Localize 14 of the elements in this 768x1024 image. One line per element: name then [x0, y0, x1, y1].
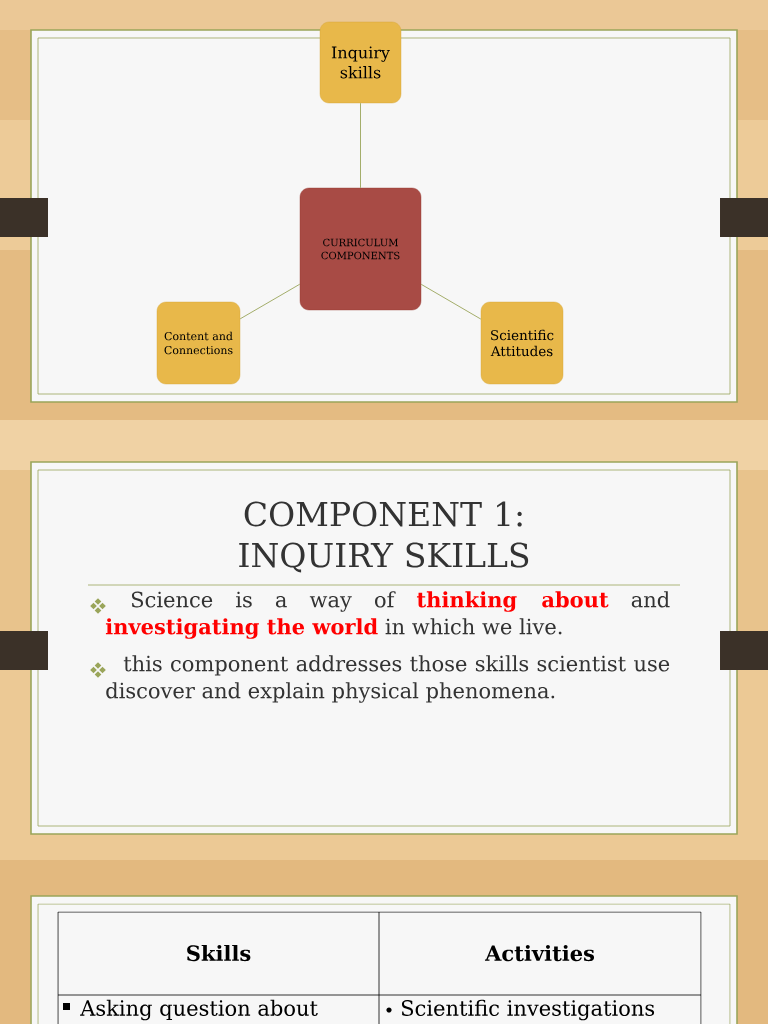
header-cell: Skills [187, 944, 251, 962]
topic-box: Content and Connections [156, 301, 241, 385]
table-cell: Asking question about [80, 999, 318, 1021]
bullet-text: this component addresses those skills scientist use discover and explain physical phenomena. [106, 655, 670, 703]
connector-line [239, 283, 301, 320]
table-cell: Scientific investigations [401, 999, 655, 1021]
slide-title: COMPONENT 1: INQUIRY SKILLS [239, 501, 529, 573]
topic-box: Inquiry skills [319, 21, 402, 104]
header-cell: Activities [484, 944, 595, 962]
central-box: CURRICULUM COMPONENTS [299, 187, 422, 311]
bullet-text: Science is a way of thinking about and investigating the world in which we live. [105, 591, 670, 639]
connector-line [420, 283, 482, 320]
connector-line [360, 102, 361, 189]
topic-box: Scientific Attitudes [480, 301, 564, 385]
